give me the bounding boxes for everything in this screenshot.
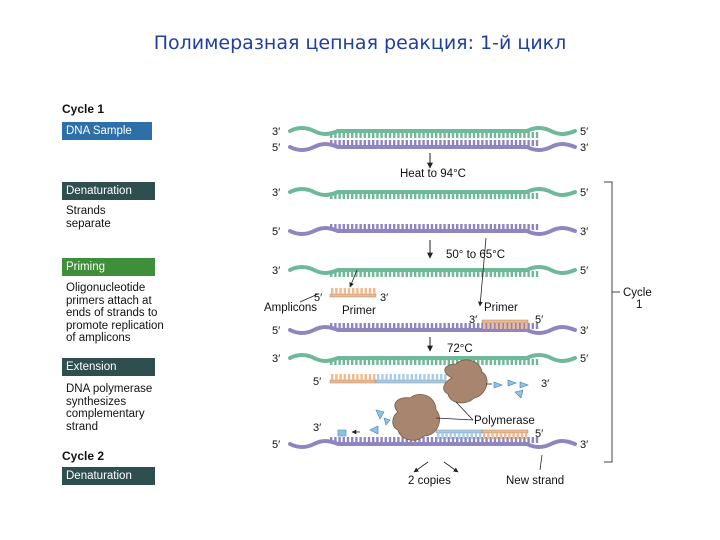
ext-bottom-new-strand bbox=[435, 429, 483, 439]
anneal-label: 50° to 65°C bbox=[446, 249, 505, 261]
priming-box: Priming bbox=[62, 258, 155, 276]
ext-top-strand-left-end: 3′ bbox=[272, 353, 280, 365]
sample-bottom-strand: 5′ 3′ bbox=[272, 140, 588, 154]
extend-label: 72°C bbox=[447, 343, 473, 355]
ext-top-new-strand bbox=[375, 374, 447, 384]
two-copies-label: 2 copies bbox=[408, 475, 451, 487]
denaturation-desc: Strands separate bbox=[66, 205, 111, 230]
primer-right-5: 5′ bbox=[535, 314, 543, 326]
cycle1-bracket-label-b: 1 bbox=[636, 299, 642, 311]
ext-top-primer bbox=[329, 374, 377, 384]
denat-top-strand: 3′ 5′ bbox=[272, 187, 588, 199]
ext-bottom-strand-left-end: 5′ bbox=[272, 439, 280, 451]
ext-top-strand-right-end: 5′ bbox=[580, 353, 588, 365]
extension-desc: DNA polymerase synthesizes complementary… bbox=[66, 383, 153, 433]
priming-top-strand: 3′ 5′ bbox=[272, 265, 588, 277]
ext-bottom-5: 5′ bbox=[535, 428, 543, 440]
ext-bottom-strand: 5′ 3′ bbox=[272, 437, 588, 451]
primer-left-3: 3′ bbox=[380, 292, 388, 304]
cycle1-bracket bbox=[604, 181, 613, 463]
sample-bottom-strand-right-end: 3′ bbox=[580, 142, 588, 154]
ext-bottom-3: 3′ bbox=[313, 422, 321, 434]
ext-top-5: 5′ bbox=[313, 376, 321, 388]
ext-top-3: 3′ bbox=[541, 378, 549, 390]
sample-top-strand-left-end: 3′ bbox=[272, 126, 280, 138]
extension-box: Extension bbox=[62, 358, 155, 376]
primer-right-3: 3′ bbox=[469, 314, 477, 326]
amplicons-pointer bbox=[299, 293, 319, 303]
denat-top-strand-right-end: 5′ bbox=[580, 187, 588, 199]
sample-top-strand-right-end: 5′ bbox=[580, 126, 588, 138]
dna-strands: 3′ 5′ 5′ 3′ 3′ 5′ 5′ 3′ 3′ 5′ 5′ 3′ 3′ 5′ 5′ 3′ bbox=[272, 126, 588, 451]
priming-bottom-strand-right-end: 3′ bbox=[580, 325, 588, 337]
copies-arrow-right bbox=[443, 461, 459, 473]
primer-left-label: Primer bbox=[342, 305, 376, 317]
denaturation-box: Denaturation bbox=[62, 182, 155, 200]
denaturation2-box: Denaturation bbox=[62, 467, 155, 485]
polymerase-bottom bbox=[392, 394, 440, 441]
free-nucleotides bbox=[337, 379, 529, 437]
polymerase-top bbox=[443, 359, 488, 404]
priming-desc: Oligonucleotide primers attach at ends o… bbox=[66, 282, 164, 344]
denat-bottom-strand-right-end: 3′ bbox=[580, 226, 588, 238]
denat-top-strand-left-end: 3′ bbox=[272, 187, 280, 199]
primer-right-arrow bbox=[477, 237, 487, 307]
cycle1-heading: Cycle 1 bbox=[62, 102, 105, 116]
heat-label: Heat to 94°C bbox=[400, 168, 466, 180]
diagram-extras bbox=[329, 288, 529, 439]
cycle2-heading: Cycle 2 bbox=[62, 449, 105, 463]
polymerase-pointer-a bbox=[455, 401, 474, 421]
primer-right bbox=[481, 319, 529, 329]
primer-left-arrow bbox=[349, 269, 358, 288]
polymerase-pointer-b bbox=[435, 417, 474, 421]
sample-top-strand: 3′ 5′ bbox=[272, 126, 588, 138]
cycle1-bracket-label-a: Cycle bbox=[623, 287, 652, 299]
amplicons-label: Amplicons bbox=[264, 302, 317, 314]
primer-right-label: Primer bbox=[484, 302, 518, 314]
primer-left bbox=[329, 288, 377, 298]
priming-top-strand-left-end: 3′ bbox=[272, 265, 280, 277]
denat-bottom-strand-left-end: 5′ bbox=[272, 226, 280, 238]
dna-sample-box: DNA Sample bbox=[62, 122, 152, 140]
priming-bottom-strand-left-end: 5′ bbox=[272, 325, 280, 337]
primer-left-5: 5′ bbox=[314, 292, 322, 304]
page-title: Полимеразная цепная реакция: 1-й цикл bbox=[153, 32, 567, 54]
ext-bottom-strand-right-end: 3′ bbox=[580, 439, 588, 451]
new-strand-label: New strand bbox=[506, 475, 564, 487]
copies-arrow-left bbox=[413, 461, 429, 473]
priming-top-strand-right-end: 5′ bbox=[580, 265, 588, 277]
ext-top-strand: 3′ 5′ bbox=[272, 353, 588, 365]
ext-bottom-primer bbox=[481, 429, 529, 439]
sample-bottom-strand-left-end: 5′ bbox=[272, 142, 280, 154]
denat-bottom-strand: 5′ 3′ bbox=[272, 224, 588, 238]
priming-bottom-strand: 5′ 3′ bbox=[272, 323, 588, 337]
new-strand-pointer bbox=[539, 454, 543, 471]
polymerase-label: Polymerase bbox=[474, 415, 535, 427]
